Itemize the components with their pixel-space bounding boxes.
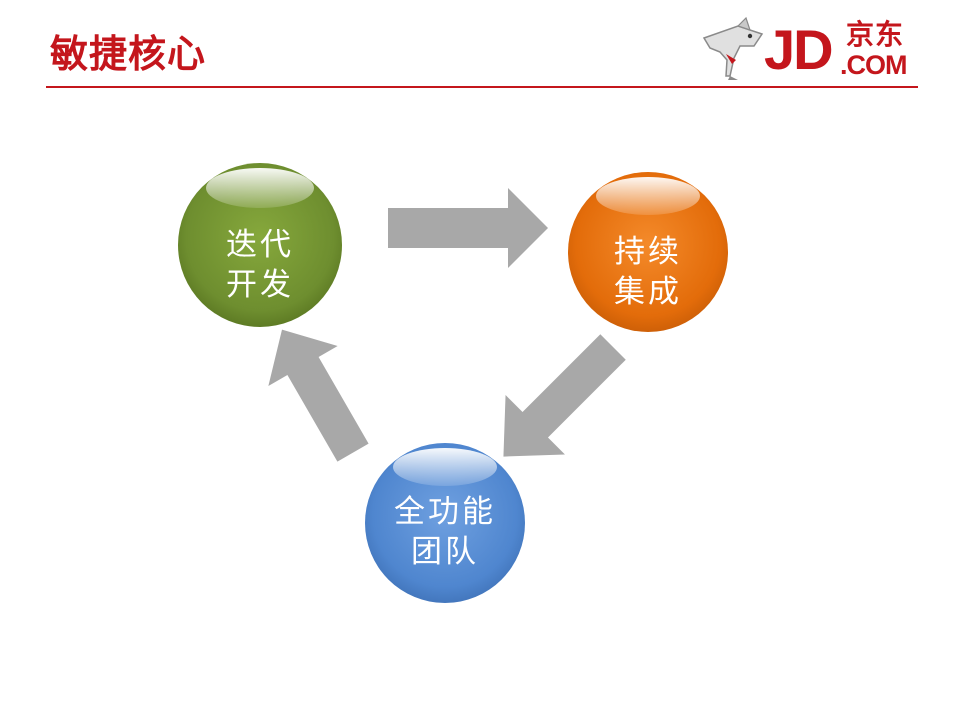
node-continuous-integration	[568, 172, 728, 332]
jd-dog-mascot-icon	[702, 16, 764, 80]
node-iterative-development	[178, 163, 342, 327]
logo-jd-text: JD	[764, 18, 834, 81]
jd-logo: JD 京东 .COM	[700, 16, 920, 84]
header-divider	[46, 86, 918, 88]
node-label-line: 全功能	[394, 494, 496, 530]
node-label-line: 持续	[614, 234, 682, 270]
logo-domain-text: .COM	[840, 50, 907, 80]
logo-chinese-text: 京东	[846, 18, 905, 51]
page-title: 敏捷核心	[50, 32, 207, 76]
node-label-line: 集成	[614, 274, 682, 310]
node-label-line: 迭代	[226, 227, 294, 263]
node-cross-functional-team	[365, 443, 525, 603]
node-label-line: 团队	[411, 534, 479, 570]
node-label-iterative-development: 迭代 开发	[180, 225, 340, 305]
arrow-down-left	[503, 334, 626, 457]
node-label-line: 开发	[226, 267, 294, 303]
arrow-right	[388, 188, 548, 268]
node-label-cross-functional-team: 全功能 团队	[365, 492, 525, 572]
arrow-up-left	[268, 329, 369, 462]
node-label-continuous-integration: 持续 集成	[568, 232, 728, 312]
